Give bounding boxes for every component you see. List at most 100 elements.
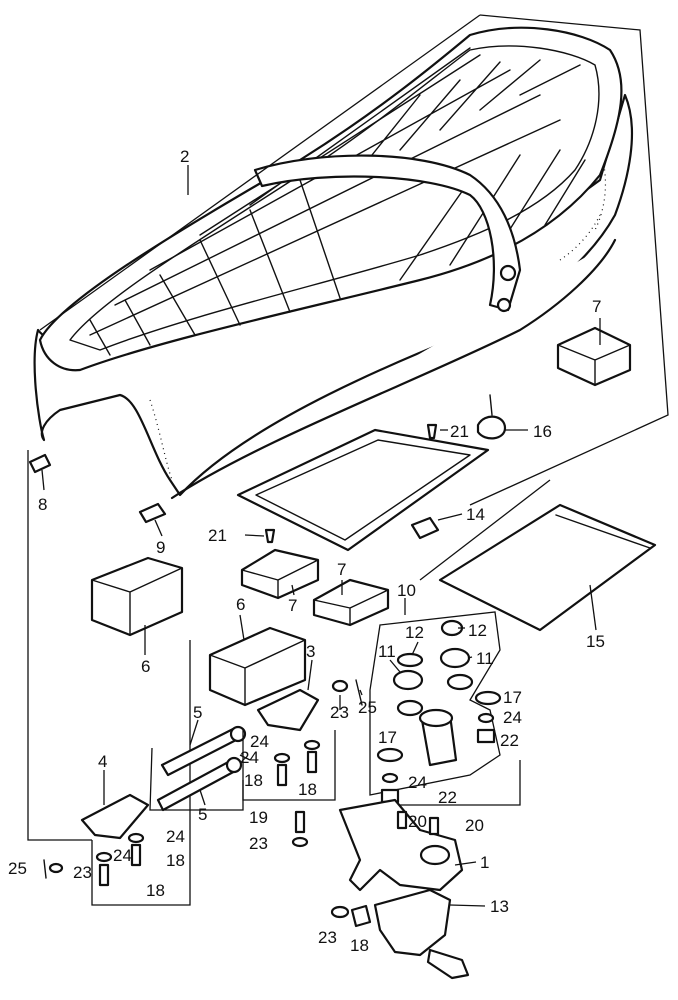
callout-17: 17 bbox=[503, 688, 522, 707]
washer-23-a bbox=[291, 836, 309, 848]
leader-9 bbox=[154, 519, 163, 537]
callout-19: 19 bbox=[249, 808, 268, 827]
callout-16: 16 bbox=[533, 422, 552, 441]
leader-8 bbox=[41, 469, 45, 491]
bolt-5-head-lower bbox=[225, 756, 243, 774]
rubber-mount-16-stem bbox=[489, 394, 493, 416]
bracket-3 bbox=[256, 688, 320, 732]
bolt-5-head-upper bbox=[229, 725, 247, 743]
leader-21b bbox=[244, 534, 265, 537]
tray-frame bbox=[236, 428, 490, 552]
washer-plate-a bbox=[396, 699, 424, 717]
bushing-11-a bbox=[392, 669, 424, 691]
seat-tray bbox=[236, 394, 657, 632]
callout-23: 23 bbox=[249, 834, 268, 853]
callout-1: 1 bbox=[480, 853, 489, 872]
strap-bolt-lower bbox=[496, 297, 512, 313]
callout-24: 24 bbox=[408, 773, 427, 792]
callout-24: 24 bbox=[250, 732, 269, 751]
frame-line-right bbox=[469, 14, 669, 506]
screw-18-e bbox=[350, 904, 372, 928]
screw-19 bbox=[294, 810, 306, 834]
washer-24-b bbox=[303, 739, 321, 751]
callout-18: 18 bbox=[244, 771, 263, 790]
tray-clip bbox=[410, 516, 440, 540]
callout-9: 9 bbox=[156, 538, 165, 557]
washer-23-b bbox=[48, 862, 64, 874]
callout-24: 24 bbox=[113, 846, 132, 865]
callout-23: 23 bbox=[330, 703, 349, 722]
screw-20-a bbox=[396, 810, 408, 830]
callout-4: 4 bbox=[98, 752, 107, 771]
callout-24: 24 bbox=[166, 827, 185, 846]
washer-24-c bbox=[95, 851, 113, 863]
seat-assembly bbox=[33, 26, 634, 500]
block-7-top-face bbox=[557, 344, 631, 386]
washer-24-d bbox=[127, 832, 145, 844]
callout-23: 23 bbox=[318, 928, 337, 947]
screw-18-a bbox=[276, 763, 288, 787]
frame-line-left bbox=[39, 14, 481, 331]
block-7-top bbox=[556, 326, 632, 387]
callout-23: 23 bbox=[73, 863, 92, 882]
washer-plate-b bbox=[446, 673, 474, 691]
bushing-11-b bbox=[439, 647, 471, 669]
washer-23-d bbox=[330, 905, 350, 919]
frame-line-left-vertical bbox=[27, 450, 92, 841]
leader-12a bbox=[411, 641, 419, 656]
block-6-lower bbox=[208, 626, 307, 707]
block-7-mid bbox=[240, 548, 320, 600]
leader-5a bbox=[189, 719, 199, 746]
screw-21a bbox=[426, 423, 438, 440]
grommet-12-a bbox=[396, 652, 424, 668]
washer-17-b bbox=[376, 747, 404, 763]
callout-22: 22 bbox=[438, 788, 457, 807]
brackets-and-bolts bbox=[43, 679, 363, 887]
washer-23-c bbox=[331, 679, 349, 693]
callout-11: 11 bbox=[476, 649, 494, 668]
leader-lines bbox=[41, 165, 601, 907]
right-frame-box bbox=[242, 730, 336, 801]
block-6-upper bbox=[90, 556, 184, 637]
callout-15: 15 bbox=[586, 632, 605, 651]
seat-cushion-inner bbox=[69, 45, 600, 351]
callout-18: 18 bbox=[146, 881, 165, 900]
callout-8: 8 bbox=[38, 495, 47, 514]
callout-20: 20 bbox=[465, 816, 484, 835]
screw-18-b bbox=[306, 750, 318, 774]
washer-24-f bbox=[381, 772, 399, 784]
nut-22-a bbox=[476, 728, 496, 744]
leader-3 bbox=[307, 659, 313, 691]
leader-24b bbox=[239, 754, 251, 761]
callout-5: 5 bbox=[198, 805, 207, 824]
leader-7b bbox=[291, 584, 295, 596]
lock-cylinder-top bbox=[418, 708, 454, 728]
washer-17-a bbox=[474, 690, 502, 706]
callout-11: 11 bbox=[378, 642, 396, 661]
callout-21: 21 bbox=[450, 422, 469, 441]
lock-bracket-assembly bbox=[330, 798, 470, 980]
clip-8 bbox=[28, 453, 52, 474]
leader-6b bbox=[239, 614, 245, 641]
latch-13 bbox=[373, 888, 452, 957]
leader-25a bbox=[359, 689, 363, 696]
frame-line-bottom bbox=[91, 640, 191, 906]
screw-18-c bbox=[130, 843, 142, 867]
pin-25-b bbox=[355, 679, 363, 706]
callout-12: 12 bbox=[468, 621, 487, 640]
callout-24: 24 bbox=[503, 708, 522, 727]
strap-bolt bbox=[499, 264, 517, 282]
callout-6: 6 bbox=[236, 595, 245, 614]
latch-key bbox=[426, 948, 470, 980]
callout-24: 24 bbox=[240, 748, 259, 767]
lock-bottom-frame bbox=[370, 760, 521, 806]
cover-plate-15-rib bbox=[555, 514, 651, 549]
seat-lock-assembly bbox=[369, 611, 521, 806]
frame-line-center bbox=[419, 479, 551, 581]
bracket-4 bbox=[80, 793, 150, 840]
callout-18: 18 bbox=[350, 936, 369, 955]
callout-20: 20 bbox=[408, 812, 427, 831]
callout-7: 7 bbox=[337, 560, 346, 579]
tray-frame-inner bbox=[255, 439, 471, 541]
callout-18: 18 bbox=[166, 851, 185, 870]
